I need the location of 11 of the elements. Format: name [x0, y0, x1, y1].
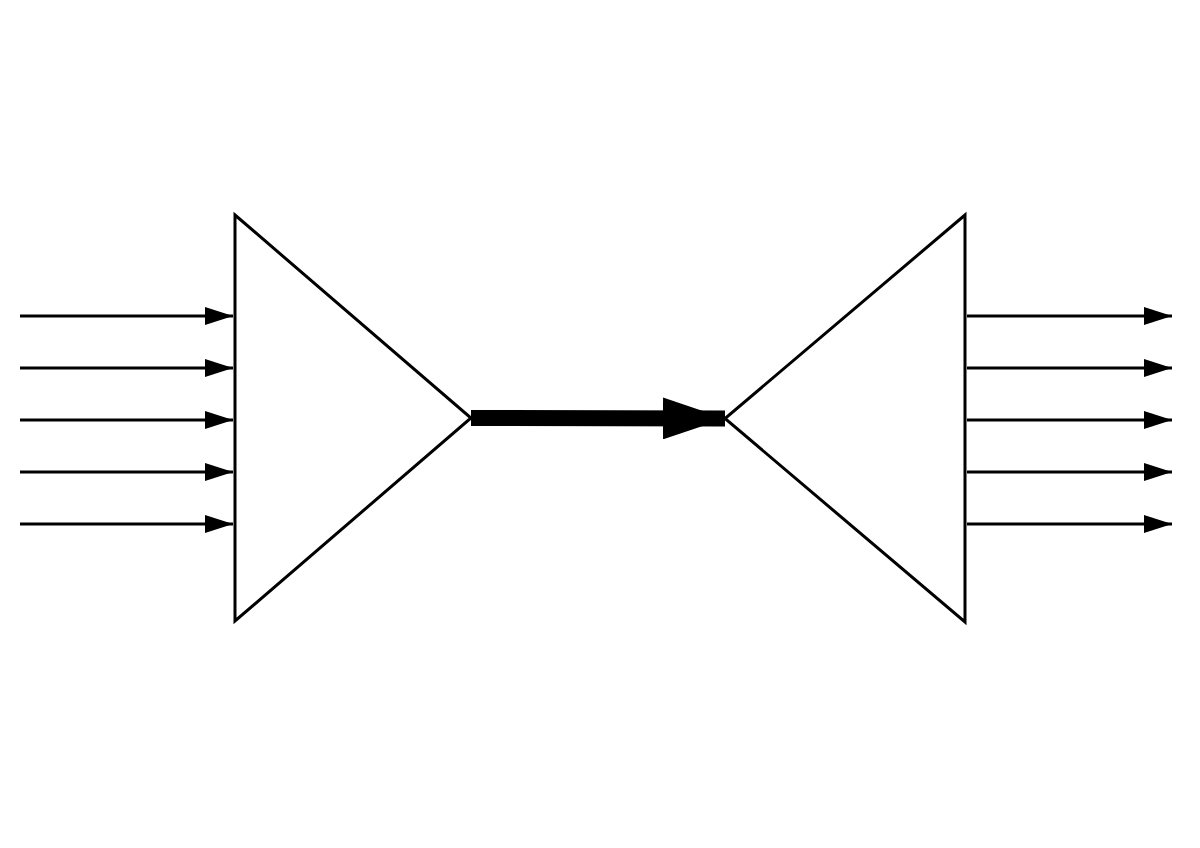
arrow	[20, 307, 233, 325]
arrow	[967, 359, 1172, 377]
arrow	[20, 463, 233, 481]
arrow	[470, 397, 726, 440]
arrow	[20, 359, 233, 377]
arrow	[967, 411, 1172, 429]
arrow	[967, 463, 1172, 481]
arrow	[20, 515, 233, 533]
arrow	[20, 411, 233, 429]
arrow	[967, 515, 1172, 533]
arrow	[967, 307, 1172, 325]
